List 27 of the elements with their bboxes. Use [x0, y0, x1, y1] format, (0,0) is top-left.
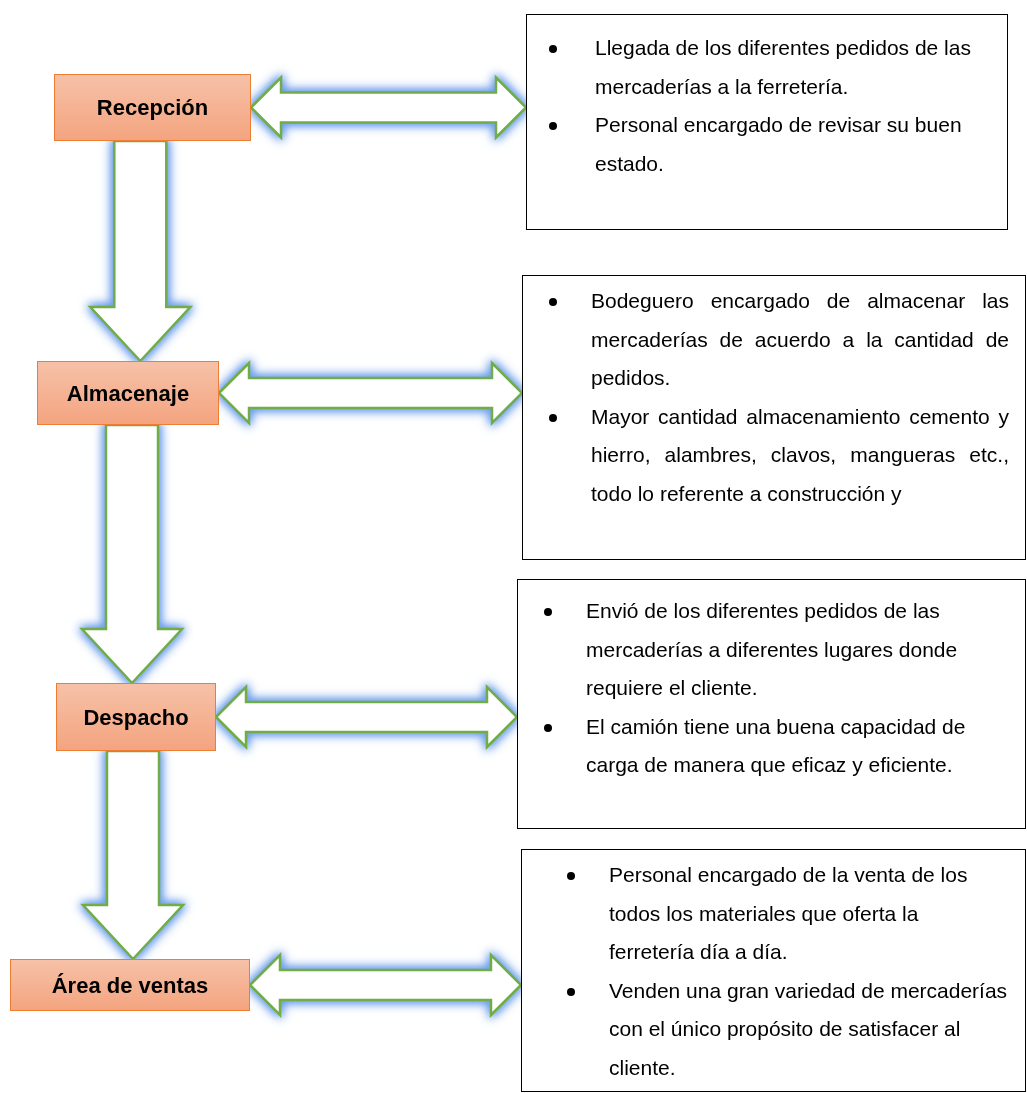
bullet-text: Envió de los diferentes pedidos de las mercaderías a diferentes lugares donde requiere el cliente.: [586, 598, 959, 701]
block-arrow: [248, 952, 523, 1018]
stage-box: [54, 74, 251, 141]
block-arrow: [79, 423, 185, 685]
block-arrow: [249, 74, 528, 141]
description-box: [526, 14, 1008, 230]
bullet-text: Personal encargado de revisar su buen estado.: [595, 112, 963, 177]
stage-label: Recepción: [96, 94, 209, 122]
stage-label: Área de ventas: [51, 971, 209, 1000]
description-box: [521, 849, 1026, 1092]
stage-box: [10, 959, 250, 1011]
block-arrow: [80, 749, 186, 961]
bullet-text: Personal encargado de la venta de los todos los materiales que oferta la ferretería día a día.: [609, 862, 969, 965]
description-box: [522, 275, 1026, 560]
stage-label: Almacenaje: [66, 379, 190, 408]
description-box: [517, 579, 1026, 829]
block-arrow: [87, 139, 194, 363]
stage-label: Despacho: [83, 703, 189, 732]
bullet-text: Mayor cantidad almacenamiento cemento y hierro, alambres, clavos, mangueras etc., todo lo referente a construcción y: [591, 403, 1009, 507]
bullet-text: Bodeguero encargado de almacenar las mercaderías de acuerdo a la cantidad de pedidos.: [591, 288, 1009, 391]
bullet-text: Venden una gran variedad de mercaderías con el único propósito de satisfacer al cliente.: [609, 977, 1009, 1081]
block-arrow: [214, 684, 519, 750]
bullet-text: El camión tiene una buena capacidad de carga de manera que eficaz y eficiente.: [586, 713, 967, 778]
block-arrow: [217, 360, 524, 426]
bullet-text: Llegada de los diferentes pedidos de las mercaderías a la ferretería.: [595, 35, 972, 100]
stage-box: [37, 361, 219, 425]
stage-box: [56, 683, 216, 751]
